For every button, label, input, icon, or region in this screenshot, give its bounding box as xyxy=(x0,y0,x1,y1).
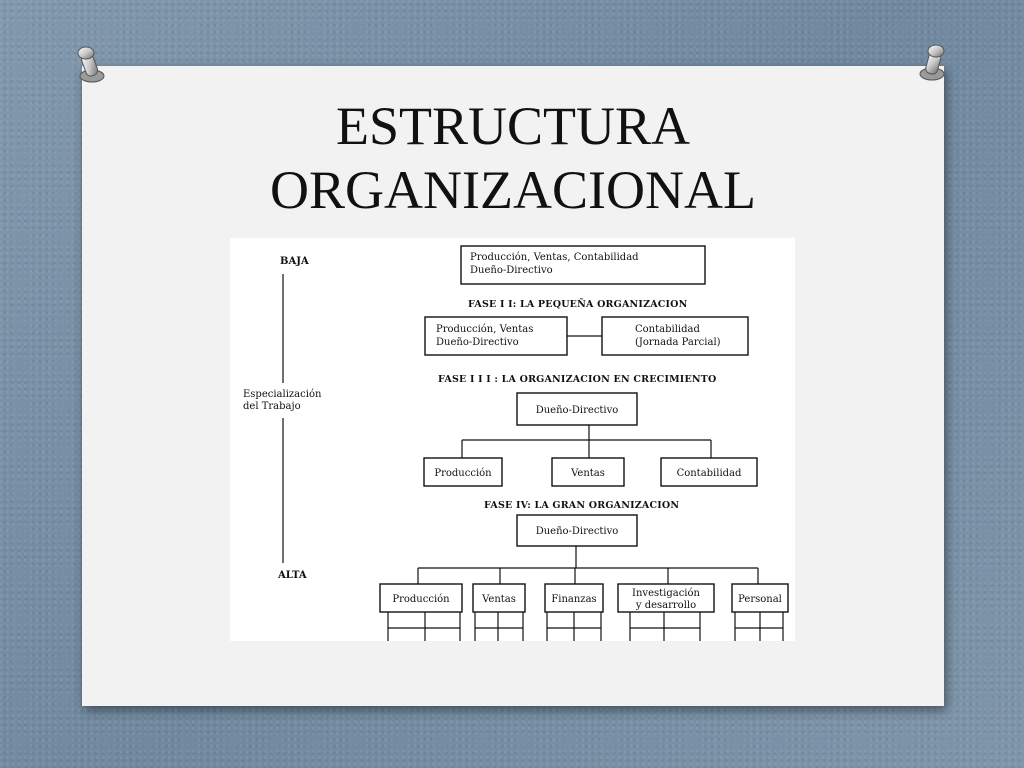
phase2-right-line-2: (Jornada Parcial) xyxy=(635,337,721,348)
phase-2: FASE I I: LA PEQUEÑA ORGANIZACION Produc… xyxy=(424,298,749,356)
phase4-sub-level-stubs xyxy=(387,612,784,641)
phase3-production-box xyxy=(423,457,503,487)
axis-label-specialization-2: del Trabajo xyxy=(243,401,301,412)
phase3-sales-label: Ventas xyxy=(570,468,605,479)
phase1-box xyxy=(460,245,706,285)
phase3-accounting-box xyxy=(660,457,758,487)
phase4-rnd-box xyxy=(617,583,715,613)
org-structure-diagram: BAJA Especialización del Trabajo ALTA Pr… xyxy=(230,238,795,641)
slide-title-line-2: ORGANIZACIONAL xyxy=(270,160,756,220)
axis-label-high: ALTA xyxy=(277,570,307,581)
pushpin-right-icon xyxy=(919,44,945,81)
phase4-personnel-box xyxy=(731,583,789,613)
phase3-sales-box xyxy=(551,457,625,487)
slide-title-line-1: ESTRUCTURA xyxy=(335,96,691,156)
phase4-owner-label: Dueño-Directivo xyxy=(536,526,619,537)
phase3-accounting-label: Contabilidad xyxy=(677,468,742,479)
phase2-right-box xyxy=(601,316,749,356)
phase2-left-box xyxy=(424,316,568,356)
phase4-sales-label: Ventas xyxy=(481,594,516,605)
phase-4: FASE IV: LA GRAN ORGANIZACION Dueño-Dire… xyxy=(379,500,789,641)
phase4-owner-box xyxy=(516,514,638,547)
phase4-personnel-label: Personal xyxy=(738,594,782,605)
pushpin-left-icon xyxy=(77,46,105,83)
phase2-left-line-1: Producción, Ventas xyxy=(436,324,533,335)
phase4-production-label: Producción xyxy=(392,594,450,605)
phase4-production-box xyxy=(379,583,463,613)
phase1-box-line-1: Producción, Ventas, Contabilidad xyxy=(470,252,639,263)
specialization-axis: BAJA Especialización del Trabajo ALTA xyxy=(243,256,322,581)
phase3-heading: FASE I I I : LA ORGANIZACION EN CRECIMIE… xyxy=(438,374,717,385)
phase1-box-line-2: Dueño-Directivo xyxy=(470,265,553,276)
axis-label-specialization-1: Especialización xyxy=(243,389,322,400)
phase4-heading: FASE IV: LA GRAN ORGANIZACION xyxy=(484,500,679,511)
phase4-sales-box xyxy=(472,583,526,613)
phase4-rnd-label-2: y desarrollo xyxy=(635,600,696,611)
phase4-rnd-label-1: Investigación xyxy=(632,588,700,599)
axis-label-low: BAJA xyxy=(280,256,309,267)
phase3-production-label: Producción xyxy=(434,468,492,479)
phase2-heading: FASE I I: LA PEQUEÑA ORGANIZACION xyxy=(468,298,688,310)
phase3-owner-box xyxy=(516,392,638,426)
slide-card: ESTRUCTURA ORGANIZACIONAL BAJA Especiali… xyxy=(82,66,944,706)
phase4-finance-label: Finanzas xyxy=(551,594,596,605)
phase2-left-line-2: Dueño-Directivo xyxy=(436,337,519,348)
phase2-right-line-1: Contabilidad xyxy=(635,324,700,335)
phase-3: FASE I I I : LA ORGANIZACION EN CRECIMIE… xyxy=(423,374,758,487)
phase-1: Producción, Ventas, Contabilidad Dueño-D… xyxy=(460,245,706,285)
phase3-owner-label: Dueño-Directivo xyxy=(536,405,619,416)
slide-title: ESTRUCTURA ORGANIZACIONAL xyxy=(82,94,944,222)
